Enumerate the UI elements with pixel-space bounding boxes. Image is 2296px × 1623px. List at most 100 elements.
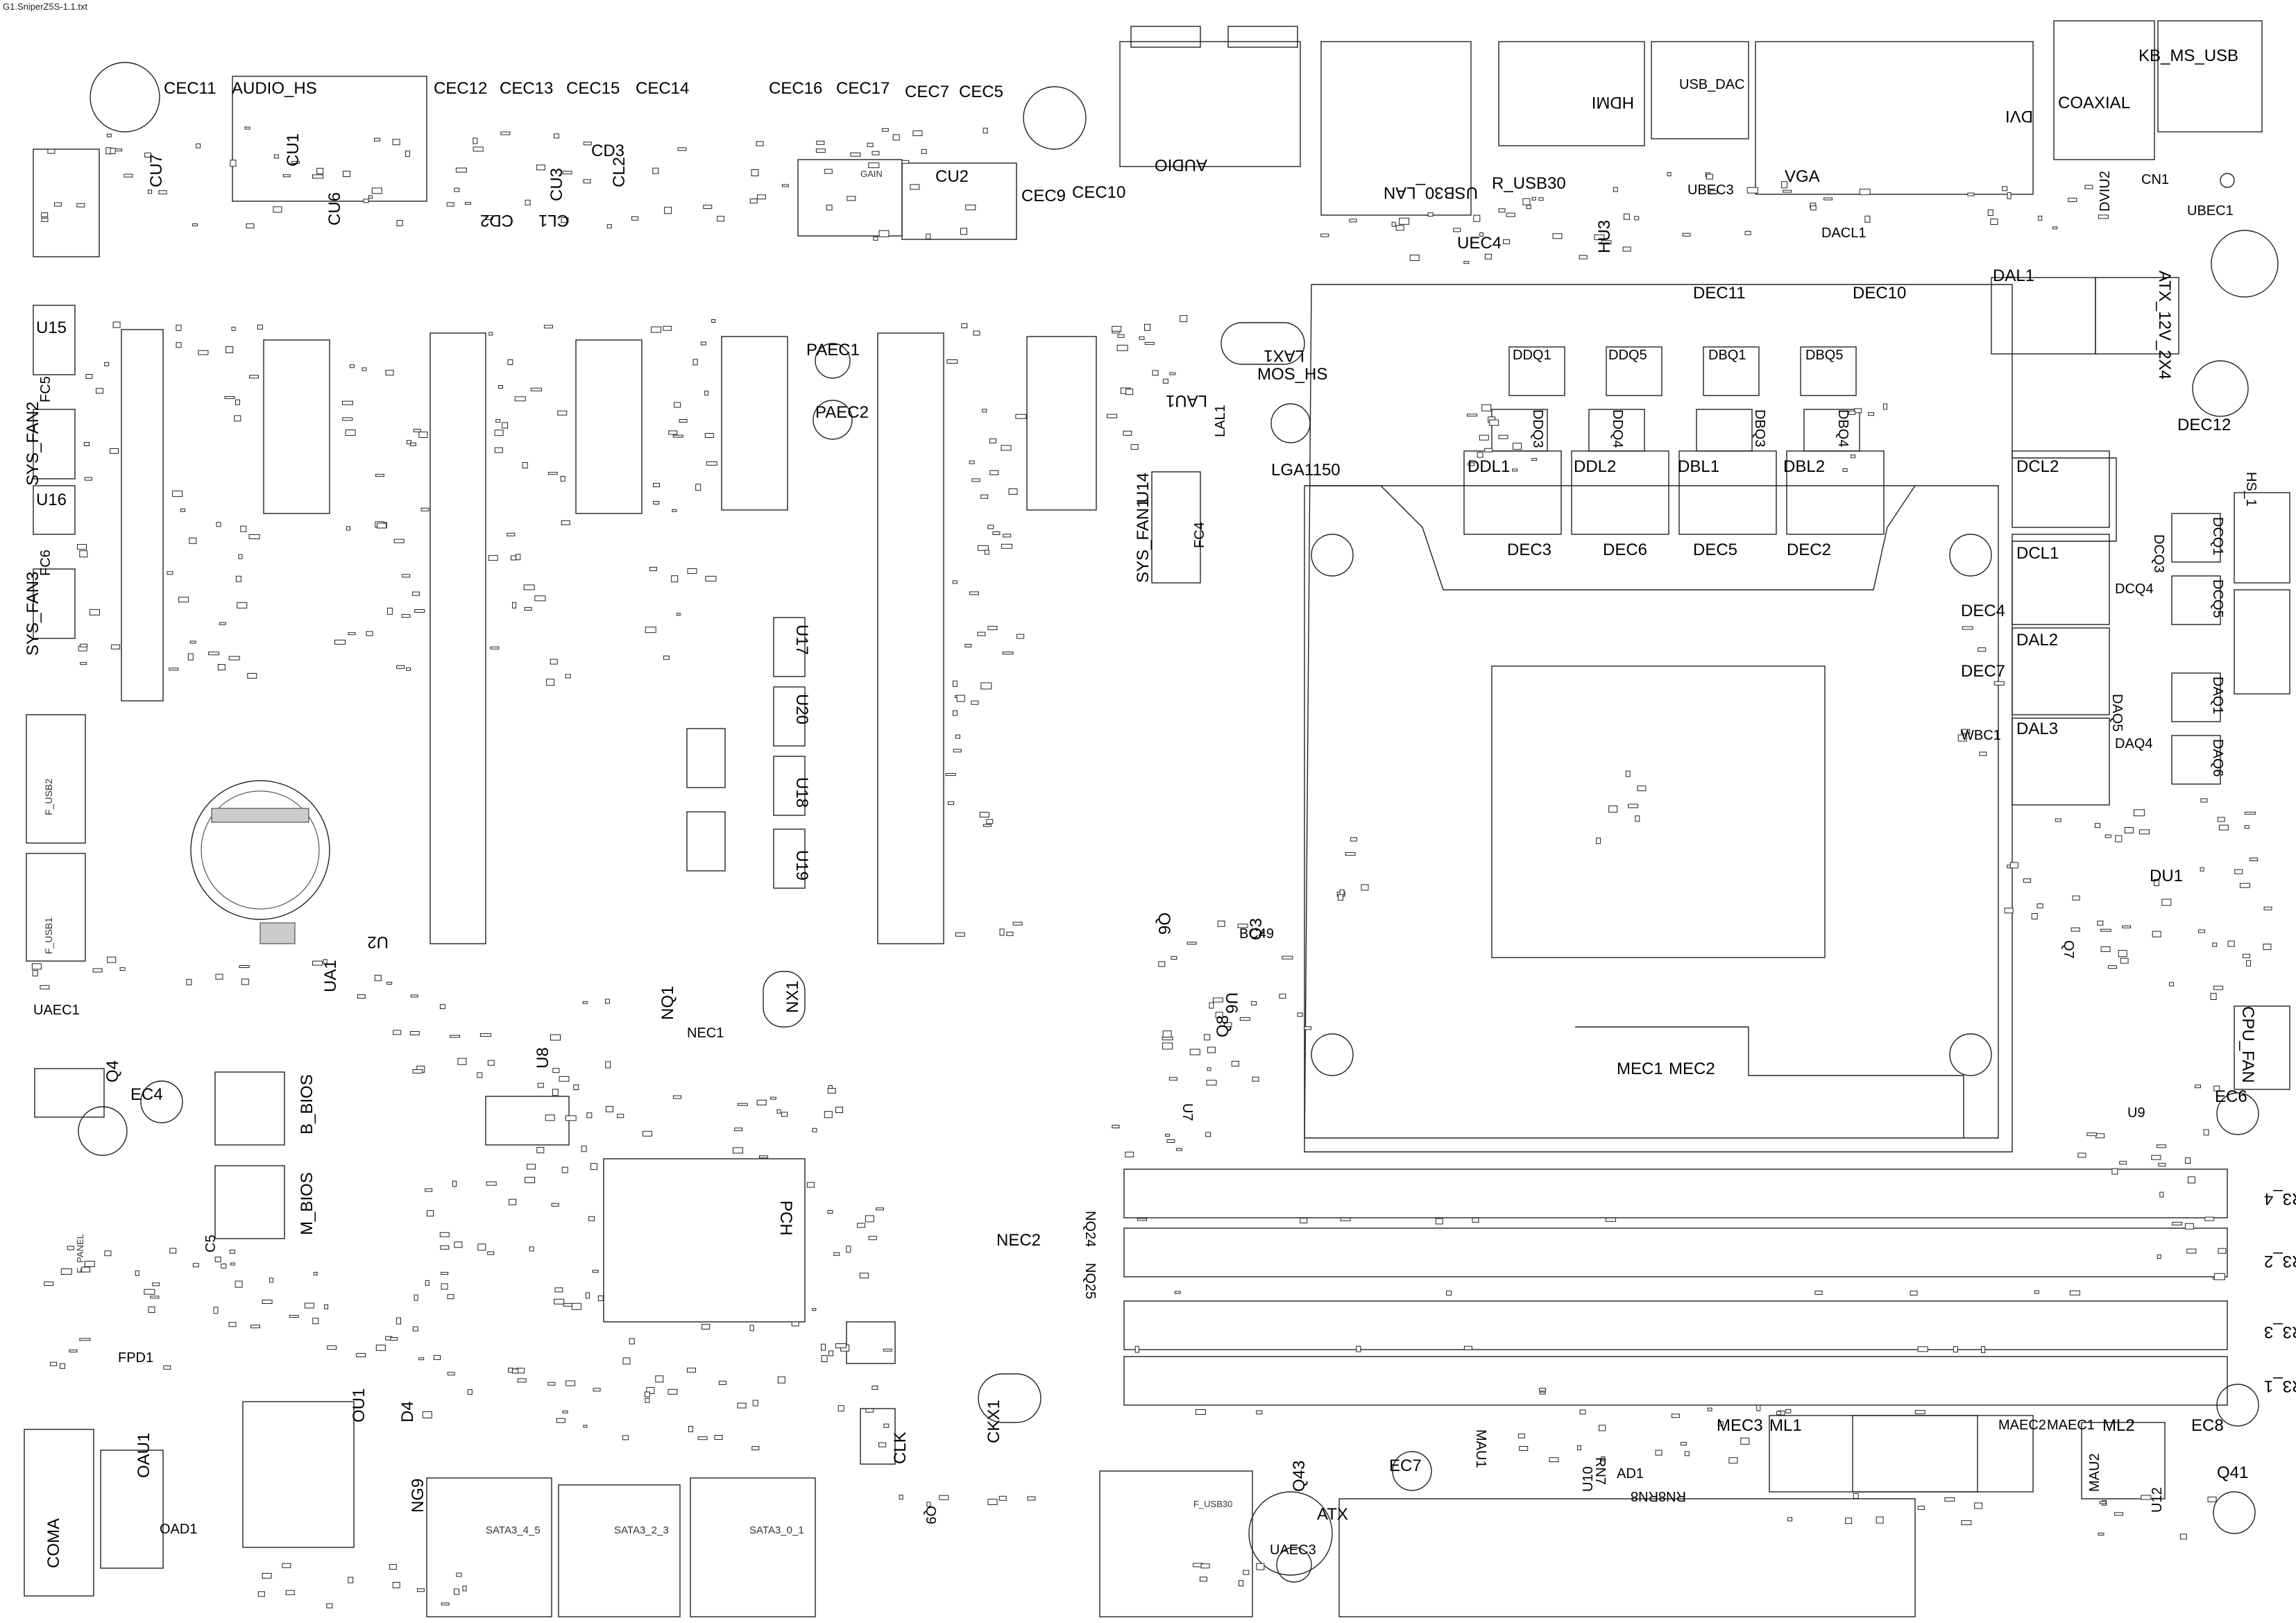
smd-pad — [571, 1302, 581, 1310]
smd-pad — [536, 164, 545, 171]
smd-pad — [84, 1261, 95, 1267]
smd-pad — [704, 433, 714, 438]
smd-pad — [673, 1095, 681, 1099]
label-ng9: NG9 — [409, 1479, 427, 1513]
smd-pad — [2157, 1255, 2161, 1259]
smd-pad — [667, 1388, 678, 1395]
smd-pad — [282, 1563, 291, 1568]
smd-pad — [386, 981, 393, 985]
label-nx1: NX1 — [783, 980, 802, 1013]
smd-pad — [697, 1436, 708, 1441]
smd-pad — [2141, 1495, 2152, 1500]
smd-pad — [1001, 445, 1012, 451]
smd-pad — [2234, 869, 2243, 874]
smd-pad — [1217, 920, 1225, 927]
smd-pad — [239, 965, 250, 968]
label-mau2: MAU2 — [2087, 1453, 2102, 1492]
label-u15: U15 — [36, 318, 67, 337]
label-du1: DU1 — [2150, 867, 2183, 885]
smd-pad — [246, 223, 255, 229]
smd-pad — [189, 640, 196, 644]
smd-pad — [176, 342, 182, 348]
smd-pad — [1350, 837, 1357, 842]
smd-pad — [1854, 408, 1862, 414]
smd-pad — [827, 1209, 833, 1214]
smd-pad — [1205, 1132, 1211, 1137]
smd-pad — [651, 326, 662, 333]
smd-pad — [1125, 1151, 1134, 1157]
smd-pad — [554, 1298, 565, 1305]
smd-pad — [1706, 173, 1713, 180]
smd-pad — [1189, 1048, 1200, 1055]
smd-pad — [494, 430, 504, 436]
smd-pad — [462, 1586, 467, 1592]
label-fc4: FC4 — [1192, 522, 1207, 548]
smd-pad — [2185, 1157, 2191, 1164]
smd-pad — [135, 1270, 139, 1276]
label-paec2: PAEC2 — [815, 403, 869, 422]
smd-pad — [158, 190, 167, 195]
smd-pad — [2156, 1144, 2166, 1148]
smd-pad — [371, 187, 382, 194]
smd-pad — [821, 1343, 826, 1351]
smd-pad — [420, 507, 430, 511]
smd-pad — [454, 187, 460, 192]
smd-pad — [1882, 403, 1887, 410]
smd-pad — [901, 160, 910, 164]
smd-pad — [456, 1572, 462, 1577]
smd-pad — [517, 1378, 527, 1383]
smd-pad — [1682, 232, 1691, 237]
smd-pad — [1608, 805, 1618, 813]
smd-pad — [664, 207, 672, 214]
smd-pad — [847, 196, 856, 201]
smd-pad — [749, 198, 758, 204]
label-q7: Q7 — [2061, 940, 2076, 959]
smd-pad — [187, 653, 194, 661]
smd-pad — [494, 447, 503, 453]
smd-pad — [454, 1241, 463, 1248]
label-clk: CLK — [891, 1431, 910, 1464]
smd-pad — [228, 1322, 237, 1327]
smd-pad — [2002, 186, 2008, 192]
smd-pads — [31, 126, 2272, 1608]
smd-pad — [1473, 214, 1481, 222]
smd-pad — [1237, 924, 1248, 928]
smd-pad — [550, 1034, 561, 1041]
smd-pad — [1538, 197, 1544, 201]
smd-pad — [110, 148, 116, 154]
smd-pad — [561, 1166, 568, 1173]
smd-pad — [362, 367, 367, 371]
smd-pad — [410, 994, 418, 998]
component-labels: CEC11 AUDIO_HS CEC12 CEC13 CEC15 CEC14 C… — [24, 46, 2296, 1568]
smd-pad — [737, 1402, 747, 1409]
smd-pad — [452, 1180, 457, 1187]
smd-pad — [560, 475, 566, 482]
label-ddq3: DDQ3 — [1530, 409, 1545, 448]
label-cpu-fan: CPU_FAN — [2238, 1006, 2257, 1083]
smd-pad — [604, 999, 610, 1004]
smd-pad — [2239, 883, 2250, 888]
smd-pad — [1707, 1407, 1712, 1411]
smd-pad — [769, 1096, 776, 1100]
label-oad1: OAD1 — [160, 1522, 197, 1537]
label-oau1: OAU1 — [135, 1433, 153, 1478]
smd-pad — [2213, 1085, 2220, 1091]
smd-pad — [2097, 920, 2104, 926]
label-ml1: ML1 — [1769, 1416, 1802, 1435]
label-ec6: EC6 — [2215, 1087, 2247, 1106]
smd-pad — [477, 1243, 486, 1251]
smd-pad — [214, 1257, 221, 1263]
smd-pad — [871, 1385, 878, 1390]
smd-pad — [556, 1418, 566, 1423]
smd-pad — [1601, 240, 1612, 245]
smd-pad — [982, 409, 987, 413]
smd-pad — [552, 1089, 559, 1096]
smd-pad — [964, 644, 972, 647]
smd-pad — [291, 161, 300, 164]
label-dcl1: DCL1 — [2016, 544, 2059, 563]
smd-pad — [2031, 913, 2038, 919]
label-u7: U7 — [1180, 1103, 1195, 1121]
smd-pad — [224, 396, 235, 399]
smd-pad — [1427, 212, 1434, 217]
smd-pad — [244, 126, 250, 130]
